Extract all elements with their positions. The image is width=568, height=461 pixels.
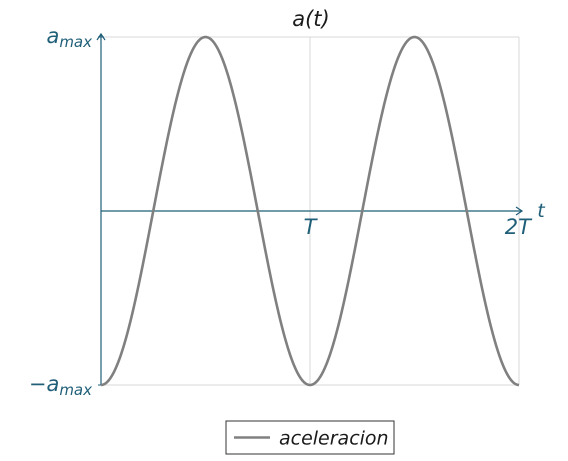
y-tick-label-0: amax xyxy=(46,24,92,51)
x-tick-label-0: T xyxy=(304,215,319,239)
x-axis-label: t xyxy=(537,200,546,222)
y-axis-arrow xyxy=(96,32,106,41)
x-tick-label-1: 2T xyxy=(505,215,533,239)
y-tick-label-1: −amax xyxy=(29,372,92,399)
series-line-aceleracion xyxy=(100,35,520,387)
legend-label-aceleracion: aceleracion xyxy=(279,428,389,450)
chart-title: a(t) xyxy=(292,7,330,31)
labels: a(t) tT 2T amax −amax xyxy=(29,7,546,399)
legend: aceleracion xyxy=(225,420,395,455)
x-axis-arrow xyxy=(515,206,524,216)
series-layer xyxy=(100,35,520,387)
